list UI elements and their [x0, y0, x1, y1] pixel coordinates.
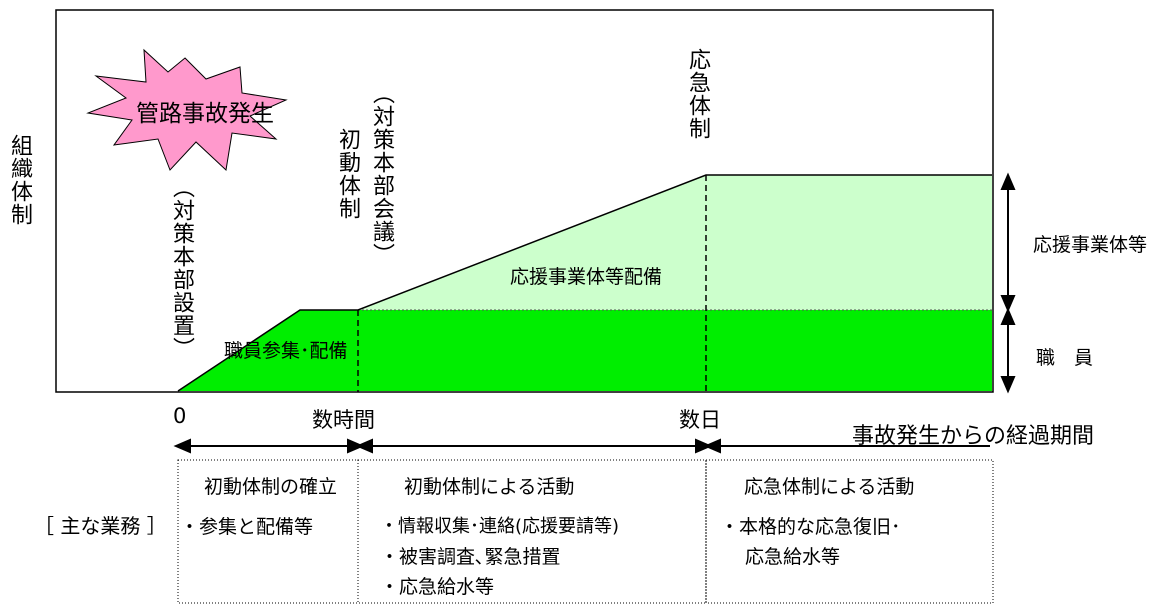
- phase2-title: 初動体制による活動: [404, 476, 575, 498]
- phase3-title: 応急体制による活動: [744, 476, 915, 498]
- x-tick-days: 数日: [679, 408, 721, 432]
- phase1-item: ・参集と配備等: [180, 516, 314, 538]
- phase2-item: ・応急給水等: [380, 576, 495, 598]
- phase2-item: ・情報収集･連絡(応援要請等): [380, 516, 620, 537]
- phase1-title: 初動体制の確立: [204, 476, 338, 498]
- phase3-arrow: [703, 438, 990, 454]
- setup-label: （対策本部設置）: [169, 176, 194, 360]
- task-box-phase1: [177, 459, 359, 604]
- right-support-label: 応援事業体等: [1033, 234, 1148, 256]
- staff-range-arrow: [1000, 307, 1016, 394]
- tasks-row-label: ［ 主な業務 ］: [34, 514, 167, 538]
- phase3-item: ・本格的な応急復旧･: [720, 516, 901, 538]
- support-area: [358, 175, 992, 310]
- x-tick-hours: 数時間: [312, 408, 375, 432]
- phase1-arrow: [173, 438, 365, 454]
- x-axis-title: 事故発生からの経過期間: [852, 424, 1095, 449]
- staff-assembly-label: 職員参集･配備: [224, 340, 348, 362]
- phase2-arrow: [355, 438, 713, 454]
- y-axis-label: 組織体制: [7, 134, 32, 226]
- meeting-label: （対策本部会議）: [369, 82, 394, 266]
- staff-area: [178, 310, 992, 391]
- emergency-system-label: 応急体制: [685, 48, 710, 140]
- accident-burst-label: 管路事故発生: [136, 101, 274, 127]
- support-deploy-label: 応援事業体等配備: [510, 266, 663, 288]
- phase2-item: ・被害調査､緊急措置: [380, 546, 561, 568]
- right-staff-label: 職 員: [1036, 347, 1094, 369]
- phase3-item: 応急給水等: [745, 546, 841, 568]
- task-box-phase2: [357, 459, 707, 604]
- accident-burst-shape: [86, 48, 288, 172]
- x-tick-0: 0: [173, 404, 187, 428]
- initial-system-label: 初動体制: [335, 128, 360, 220]
- task-box-phase3: [705, 459, 994, 604]
- support-range-arrow: [1000, 172, 1016, 313]
